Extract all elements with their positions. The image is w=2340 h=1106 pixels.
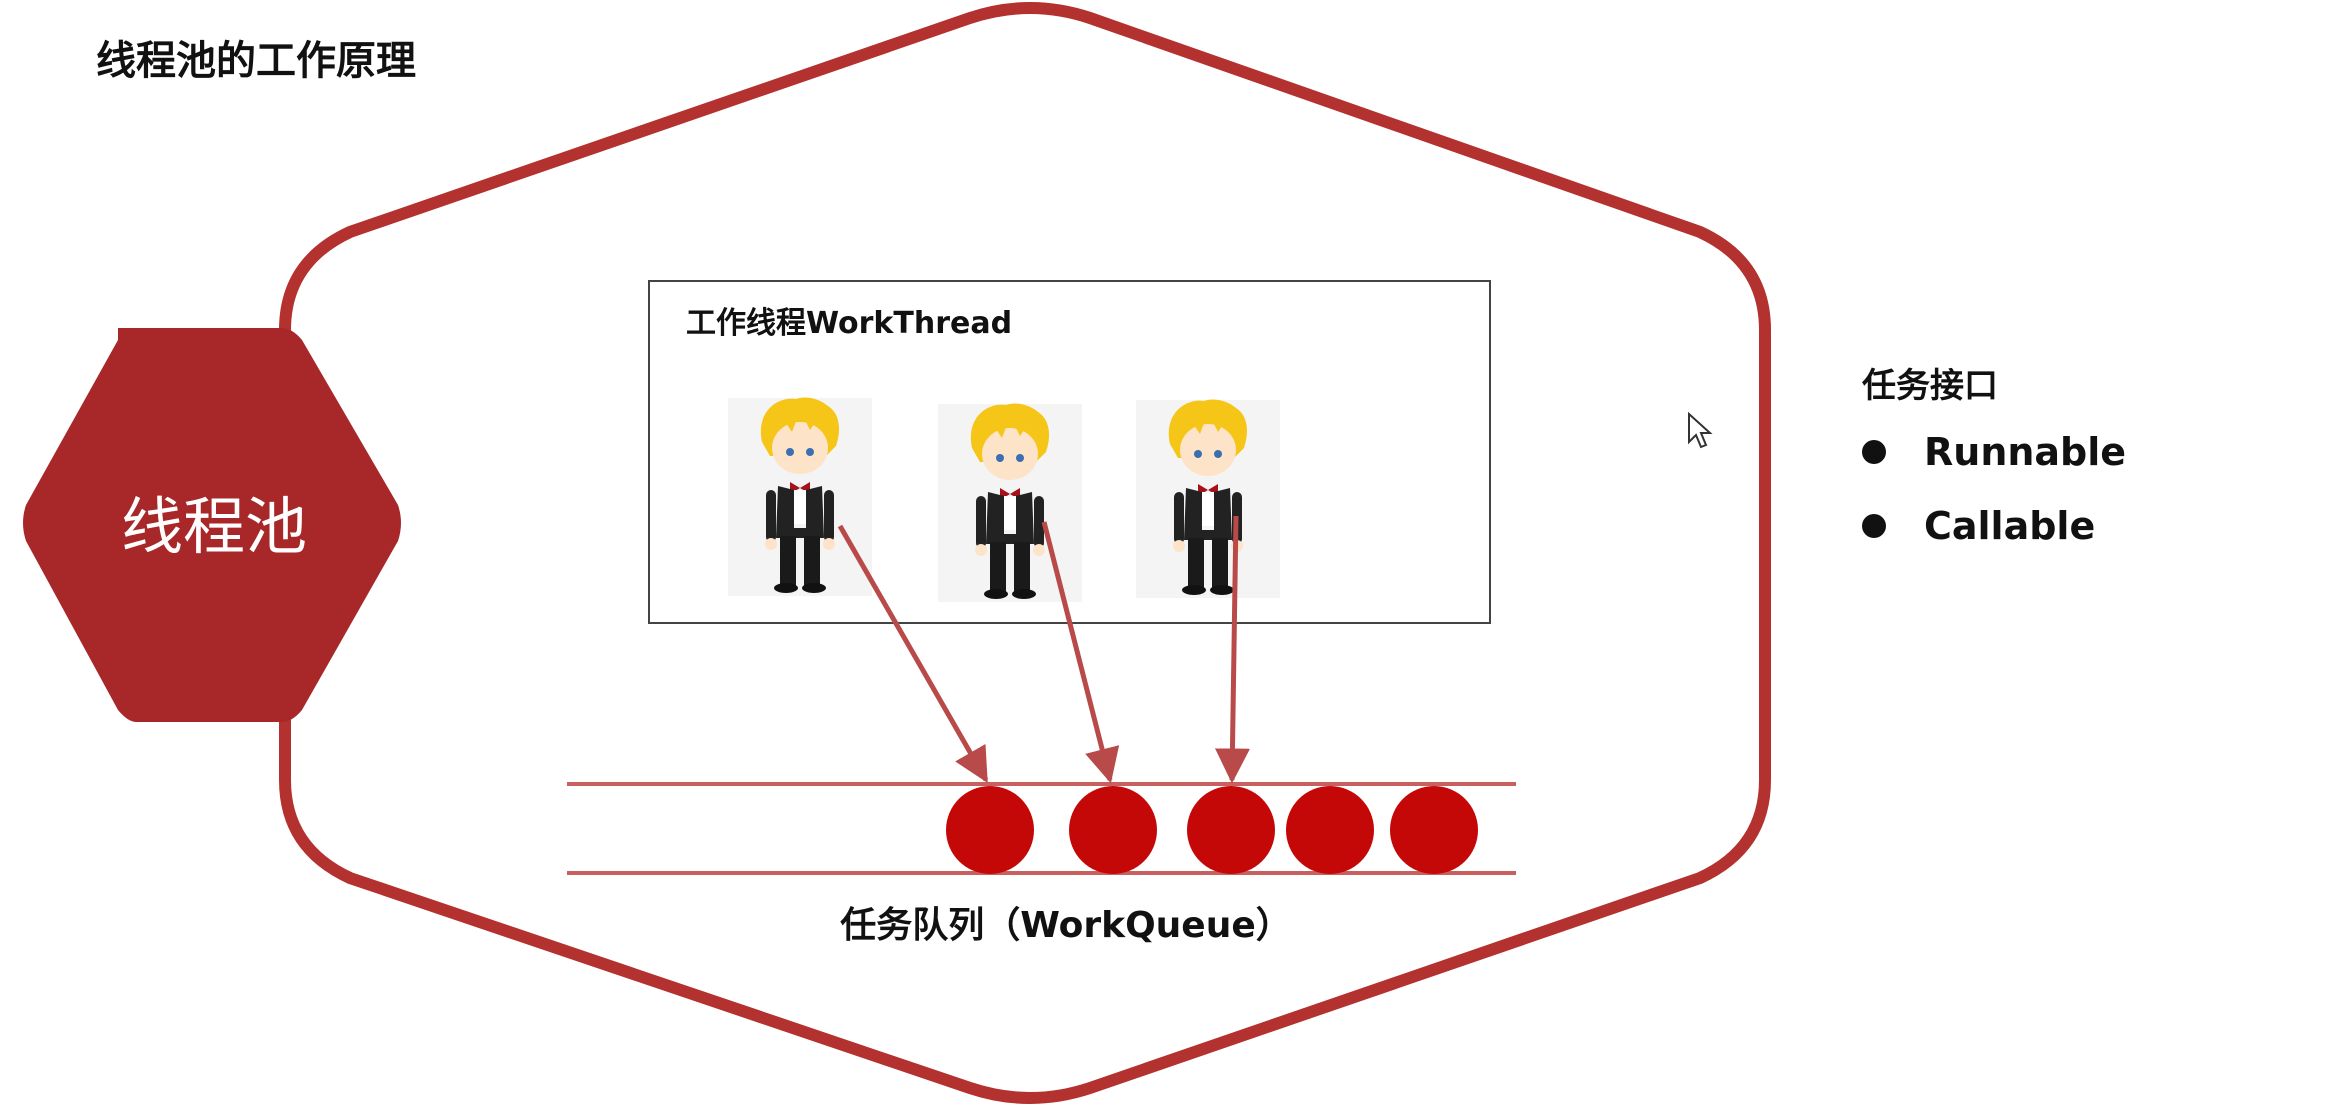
interface-item-runnable: Runnable bbox=[1862, 415, 2126, 489]
task-ball bbox=[1187, 786, 1275, 874]
worker-figure bbox=[728, 397, 872, 596]
task-ball bbox=[1069, 786, 1157, 874]
bullet-icon bbox=[1862, 514, 1886, 538]
bullet-icon bbox=[1862, 440, 1886, 464]
task-ball bbox=[1286, 786, 1374, 874]
interface-item-label: Runnable bbox=[1924, 430, 2127, 474]
fetch-arrow bbox=[837, 524, 989, 784]
interface-item-label: Callable bbox=[1924, 504, 2096, 548]
fetch-arrow bbox=[1041, 521, 1120, 784]
page-title: 线程池的工作原理 bbox=[96, 38, 416, 84]
task-ball bbox=[1390, 786, 1478, 874]
worker-box-label: 工作线程WorkThread bbox=[686, 306, 1012, 341]
pool-hexagon bbox=[23, 328, 401, 722]
worker-figure bbox=[938, 403, 1082, 602]
queue-label: 任务队列（WorkQueue） bbox=[840, 905, 1292, 946]
interface-title: 任务接口 bbox=[1862, 366, 1998, 406]
interface-list: Runnable Callable bbox=[1862, 415, 2126, 563]
worker-figure bbox=[1136, 399, 1280, 598]
task-ball bbox=[946, 786, 1034, 874]
fetch-arrow bbox=[1214, 515, 1250, 784]
pool-boundary bbox=[279, 2, 1771, 1104]
mouse-cursor-icon bbox=[1688, 411, 1713, 449]
interface-item-callable: Callable bbox=[1862, 489, 2126, 563]
pool-label: 线程池 bbox=[121, 490, 307, 563]
